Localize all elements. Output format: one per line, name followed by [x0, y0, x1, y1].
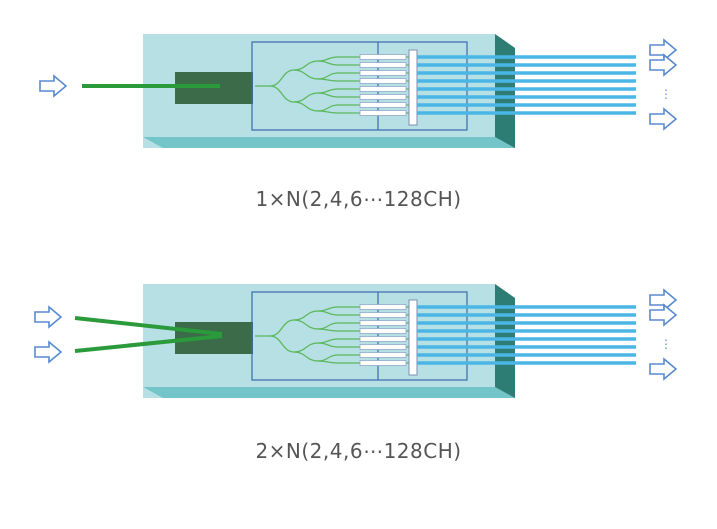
fiber-array-clamp [408, 49, 418, 126]
fiber-array-slot [359, 110, 407, 116]
input-arrow-icon-1 [34, 305, 63, 329]
waveguide-branch-l3 [317, 60, 339, 66]
output-arrow-icon-3 [649, 107, 678, 131]
fiber-array-slot [359, 360, 407, 366]
waveguide-branch-l3 [317, 310, 339, 316]
waveguide-branch-l3 [317, 328, 339, 332]
fiber-array-slot [359, 312, 407, 318]
fiber-array-slot [359, 320, 407, 326]
waveguide-branch-l3 [317, 360, 339, 364]
waveguide-branch-l3 [317, 92, 339, 98]
fiber-array-slot [359, 78, 407, 84]
input-arrow-icon-2 [34, 340, 63, 364]
fiber-array-slot [359, 94, 407, 100]
waveguide-branch-l3 [317, 110, 339, 114]
waveguide-branch-l1 [269, 69, 295, 87]
output-arrow-icon-1 [649, 288, 678, 312]
waveguide-branch-l1 [269, 335, 295, 353]
fiber-array-slot [359, 328, 407, 334]
splitter-1xn-svg: ⋮ [39, 34, 678, 148]
fiber-array-clamp [408, 299, 418, 376]
chip-side-face [495, 34, 515, 148]
output-arrow-icon-1 [649, 38, 678, 62]
waveguide-branch-l3 [317, 342, 339, 348]
fiber-array-slot [359, 304, 407, 310]
splitter-outline [251, 41, 468, 131]
output-ellipsis: ⋮ [660, 87, 672, 101]
waveguide-branch-l1 [269, 319, 295, 337]
fiber-array-slot [359, 336, 407, 342]
fiber-array-slot [359, 86, 407, 92]
splitter-1xn-diagram: ⋮ [0, 20, 717, 170]
fiber-array-slot [359, 70, 407, 76]
waveguide-branch-l2 [293, 101, 319, 112]
input-fiber-2 [74, 334, 223, 353]
fiber-array-slot [359, 344, 407, 350]
waveguide-branch-l3 [317, 78, 339, 82]
caption-2xn: 2×N(2,4,6⋯128CH) [255, 439, 462, 463]
splitter-2xn-svg: ⋮ [34, 284, 678, 398]
output-ellipsis: ⋮ [660, 337, 672, 351]
fiber-array-slot [359, 102, 407, 108]
output-arrow-icon-2 [649, 303, 678, 327]
waveguide-branch-l1 [269, 85, 295, 103]
fiber-array-slot [359, 352, 407, 358]
input-arrow-icon [39, 74, 68, 98]
waveguide-branch-l2 [293, 351, 319, 362]
fiber-array-slot [359, 54, 407, 60]
splitter-2xn-diagram: ⋮ [0, 270, 717, 420]
waveguide-branch-l2 [293, 69, 319, 80]
chip-front-face [143, 137, 515, 148]
splitter-outline [251, 291, 468, 381]
chip-side-face [495, 284, 515, 398]
output-arrow-icon-2 [649, 53, 678, 77]
output-arrow-icon-3 [649, 357, 678, 381]
chip-front-face [143, 387, 515, 398]
waveguide-branch-l2 [293, 319, 319, 330]
fiber-array-slot [359, 62, 407, 68]
input-fiber-1 [74, 316, 223, 336]
caption-1xn: 1×N(2,4,6⋯128CH) [255, 187, 462, 211]
